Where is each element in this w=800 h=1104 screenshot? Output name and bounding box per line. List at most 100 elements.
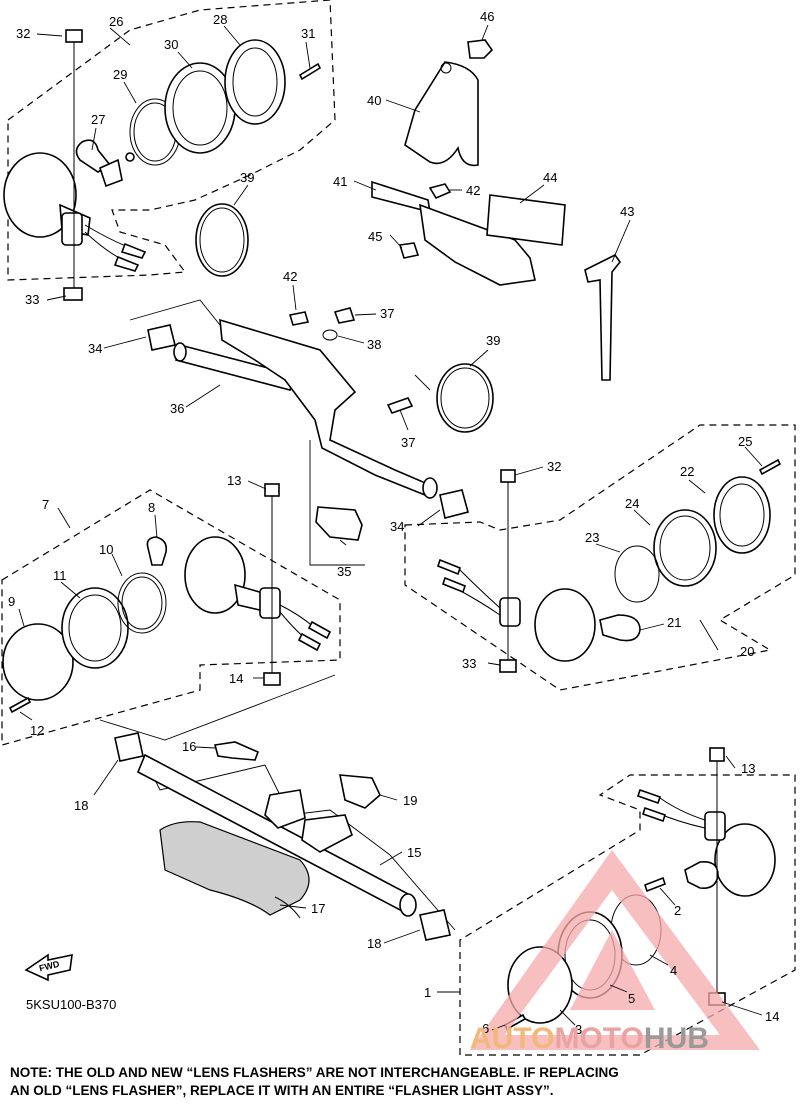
screw-25 xyxy=(758,458,782,476)
callout-13: 13 xyxy=(741,761,755,776)
callout-4: 4 xyxy=(670,963,677,978)
callout-31: 31 xyxy=(301,26,315,41)
callout-35: 35 xyxy=(337,564,351,579)
callout-37: 37 xyxy=(401,435,415,450)
watermark-triangle-inner xyxy=(570,930,655,1010)
bulb-bottom-right xyxy=(684,860,719,890)
plate-40-hole xyxy=(440,62,452,74)
callout-1: 1 xyxy=(424,985,431,1000)
callout-38: 38 xyxy=(367,337,381,352)
damper-34-mid xyxy=(439,489,469,519)
damper-18-left xyxy=(114,732,144,762)
bolt-13-left xyxy=(264,483,280,497)
plate-44 xyxy=(486,194,566,246)
mounting-bracket-left xyxy=(259,587,281,619)
callout-10: 10 xyxy=(99,542,113,557)
mounting-bracket-bottom-right xyxy=(704,811,726,841)
callout-37: 37 xyxy=(380,306,394,321)
callout-32: 32 xyxy=(547,459,561,474)
callout-32: 32 xyxy=(16,26,30,41)
callout-20: 20 xyxy=(740,644,754,659)
bracket-clamp-mid xyxy=(301,814,353,853)
watermark-triangle-logo xyxy=(470,850,760,1050)
replacement-note: NOTE: THE OLD AND NEW “LENS FLASHERS” AR… xyxy=(10,1064,795,1100)
nut-33-right xyxy=(499,659,517,673)
callout-22: 22 xyxy=(680,464,694,479)
callout-13: 13 xyxy=(227,473,241,488)
mounting-bracket-top-left xyxy=(61,212,83,246)
bolt-32-top xyxy=(65,29,83,43)
callout-34: 34 xyxy=(390,519,404,534)
nut-45 xyxy=(398,242,420,259)
nut-14-left xyxy=(263,672,281,686)
callout-5: 5 xyxy=(628,991,635,1006)
callout-26: 26 xyxy=(109,14,123,29)
rim-11-inner xyxy=(68,594,122,662)
rim-24 xyxy=(653,509,717,587)
lens-9 xyxy=(2,623,74,701)
bracket-main xyxy=(419,203,536,286)
bolt-16 xyxy=(213,741,260,761)
callout-33: 33 xyxy=(462,656,476,671)
forward-arrow-icon xyxy=(24,953,73,982)
assembly-outline-20 xyxy=(404,424,796,691)
flasher-body-left xyxy=(184,536,246,614)
rim-30-inner xyxy=(172,70,228,146)
callout-39: 39 xyxy=(486,333,500,348)
bolt-37-top xyxy=(333,307,356,324)
assembly-outline-1 xyxy=(459,774,796,1056)
clamp-guide-outline xyxy=(309,440,365,566)
washer-38 xyxy=(322,329,338,341)
diagram-code: 5KSU100-B370 xyxy=(26,997,117,1012)
note-line-1: NOTE: THE OLD AND NEW “LENS FLASHERS” AR… xyxy=(10,1065,619,1080)
screw-12 xyxy=(8,696,32,714)
clamp-35 xyxy=(315,506,363,541)
callout-7: 7 xyxy=(42,497,49,512)
bracket-guide-outline xyxy=(414,374,431,391)
gasket-10-inner xyxy=(121,576,163,630)
callout-29: 29 xyxy=(113,67,127,82)
bolt-13-right xyxy=(709,747,725,762)
callout-40: 40 xyxy=(367,93,381,108)
callout-39: 39 xyxy=(240,170,254,185)
callout-21: 21 xyxy=(667,615,681,630)
callout-36: 36 xyxy=(170,401,184,416)
clamp-19 xyxy=(339,774,381,809)
cover-17 xyxy=(159,821,310,916)
callout-15: 15 xyxy=(407,845,421,860)
callout-28: 28 xyxy=(213,12,227,27)
stay-guide-outline xyxy=(99,674,336,741)
watermark-part-2: MOTO xyxy=(554,1022,644,1055)
connector-right xyxy=(437,558,466,594)
reflector-39-right-inner xyxy=(440,367,490,429)
callout-14: 14 xyxy=(765,1009,779,1024)
callout-46: 46 xyxy=(480,9,494,24)
connector-bottom-right xyxy=(636,788,667,823)
callout-11: 11 xyxy=(53,568,67,583)
cable-tie-43 xyxy=(584,253,622,381)
callout-42: 42 xyxy=(466,183,480,198)
bulb-21 xyxy=(599,614,641,642)
connector-top-left xyxy=(113,242,147,272)
plate-40 xyxy=(404,61,479,167)
damper-34-top xyxy=(147,324,176,351)
lens-22-inner xyxy=(719,483,765,547)
callout-44: 44 xyxy=(543,170,557,185)
lens-22 xyxy=(713,476,771,554)
callout-42: 42 xyxy=(283,269,297,284)
wire-bottom-right xyxy=(654,797,706,829)
rod-36-end xyxy=(173,342,187,362)
screw-head-top-left xyxy=(125,152,135,162)
callout-2: 2 xyxy=(674,903,681,918)
callout-14: 14 xyxy=(229,671,243,686)
flasher-body-right xyxy=(534,588,596,662)
screw-31 xyxy=(298,62,322,81)
rim-24-inner xyxy=(659,515,711,581)
nut-46 xyxy=(467,39,494,59)
reflector-39-left-inner xyxy=(199,207,245,273)
gasket-10 xyxy=(117,572,167,634)
bulb-27 xyxy=(75,139,112,173)
assembly-outline-26 xyxy=(7,0,336,281)
watermark-part-3: HUB xyxy=(643,1022,709,1055)
callout-30: 30 xyxy=(164,37,178,52)
